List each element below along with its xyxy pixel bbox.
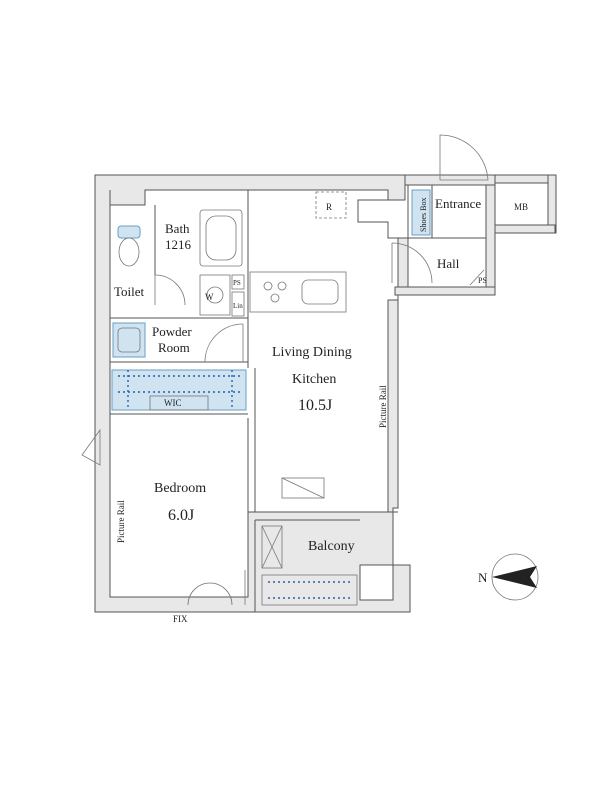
balcony-fixtures	[261, 477, 358, 606]
label-kitchen: Kitchen	[292, 372, 336, 387]
label-washer: W	[205, 292, 214, 302]
label-refrigerator: R	[326, 202, 332, 212]
label-lin: Lin	[233, 302, 243, 310]
wic-storage	[111, 369, 247, 411]
label-fix: FIX	[173, 614, 188, 624]
label-ldk: Living Dining	[272, 345, 352, 360]
label-picture-rail-bedroom: Picture Rail	[116, 500, 126, 543]
powder-fixtures	[112, 322, 244, 363]
entrance-fixtures	[391, 134, 489, 286]
bath-fixtures	[199, 209, 245, 317]
label-north: N	[478, 570, 488, 585]
label-balcony: Balcony	[308, 539, 355, 554]
label-bedroom: Bedroom	[154, 481, 206, 496]
compass: N	[478, 553, 539, 601]
label-picture-rail-ldk: Picture Rail	[378, 385, 388, 428]
bedroom-fixtures	[81, 428, 246, 606]
fixture-labels: R W PS Lin PS FIX Shoes Box Picture Rail…	[116, 198, 487, 624]
label-ps-hall: PS	[478, 276, 487, 285]
label-ldk-size: 10.5J	[298, 397, 332, 414]
label-bath: Bath	[165, 221, 190, 236]
label-room: Room	[158, 340, 190, 355]
label-entrance: Entrance	[435, 196, 481, 211]
interior-walls	[110, 185, 486, 612]
label-shoes-box: Shoes Box	[419, 198, 428, 232]
label-hall: Hall	[437, 256, 460, 271]
label-bedroom-size: 6.0J	[168, 507, 194, 524]
label-ps-bath: PS	[233, 279, 241, 287]
compass-needle-icon	[492, 566, 537, 588]
kitchen-counter	[249, 191, 347, 313]
room-labels: Bath 1216 Toilet Powder Room Living Dini…	[114, 196, 528, 554]
label-bath-size: 1216	[165, 237, 192, 252]
label-mb: MB	[514, 202, 528, 212]
toilet-fixture	[117, 225, 186, 306]
label-wic: WIC	[164, 398, 182, 408]
label-toilet: Toilet	[114, 284, 145, 299]
label-powder: Powder	[152, 324, 192, 339]
